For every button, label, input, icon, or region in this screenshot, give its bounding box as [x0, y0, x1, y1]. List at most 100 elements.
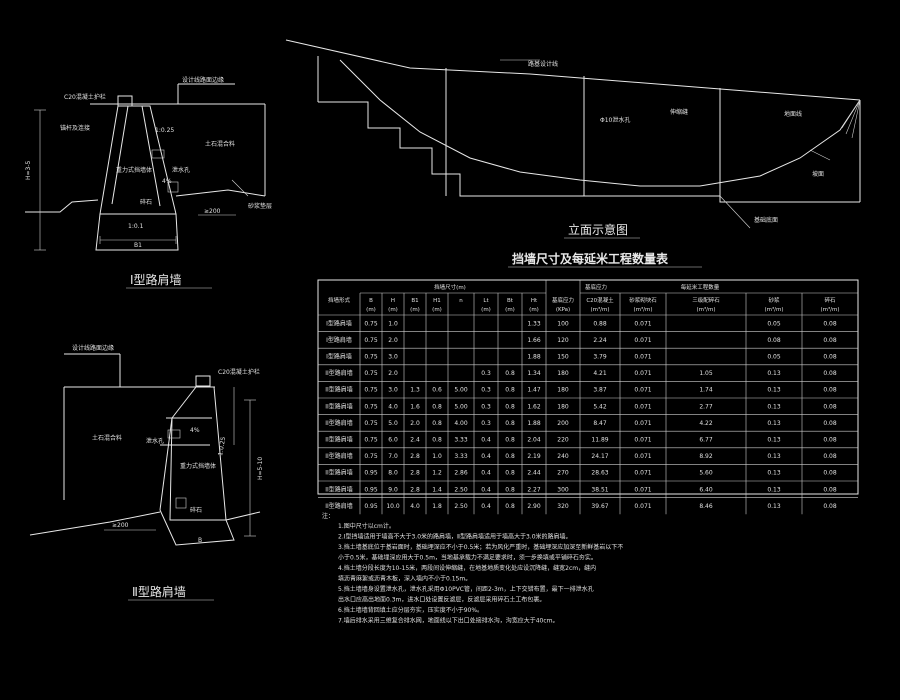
table-cell: 1.34 — [527, 370, 541, 377]
table-cell: 1.8 — [432, 503, 442, 510]
type2-title: Ⅱ型路肩墙 — [132, 584, 186, 599]
note-line: 5.挡土墙墙身设置泄水孔，泄水孔采用Φ10PVC管，间距2-3m，上下交错布置，… — [338, 585, 594, 593]
table-cell: 2.27 — [527, 486, 541, 493]
table-cell: 4.21 — [593, 370, 607, 377]
elevation-drawing: 路基设计线 Φ10泄水孔 伸缩缝 地面线 坡面 基础底面 — [285, 39, 861, 229]
table-cell: I型路肩墙 — [326, 319, 352, 327]
note-line: 6.挡土墙墙背回填土应分层夯实，压实度不小于90%。 — [338, 606, 483, 614]
table-cell: 3.0 — [388, 387, 398, 394]
table-cell: 0.8 — [505, 420, 515, 427]
table-col-unit: (m) — [432, 307, 442, 313]
table-col-header: Bt — [507, 298, 514, 304]
table-cell: 5.0 — [388, 420, 398, 427]
table-cell: 0.8 — [505, 470, 515, 477]
table-cell: 1.2 — [432, 470, 442, 477]
table-cell: 7.0 — [388, 453, 398, 460]
table-cell: 0.071 — [634, 320, 651, 327]
table-cell: 0.071 — [634, 403, 651, 410]
table-cell: 1.74 — [699, 387, 713, 394]
table-cell: 0.071 — [634, 453, 651, 460]
table-cell: 2.0 — [388, 337, 398, 344]
type1-title: Ⅰ型路肩墙 — [130, 272, 182, 287]
table-cell: 2.8 — [410, 470, 420, 477]
table-cell: 1.33 — [527, 320, 541, 327]
table-cell: 0.13 — [767, 420, 781, 427]
table-cell: I型路肩墙 — [326, 353, 352, 361]
table-cell: 0.4 — [481, 503, 491, 510]
type1-ratio-bottom: 1:0.1 — [128, 223, 144, 230]
table-cell: 3.87 — [593, 387, 607, 394]
elevation-joint-label: 伸缩缝 — [670, 108, 688, 116]
table-cell: 3.0 — [388, 354, 398, 361]
table-cell: 0.8 — [432, 403, 442, 410]
table-cell: 0.071 — [634, 370, 651, 377]
table-cell: 6.77 — [699, 437, 713, 444]
table-cell: 2.4 — [410, 437, 420, 444]
table-cell: 0.08 — [823, 503, 837, 510]
table-cell: II型路肩墙 — [325, 502, 353, 510]
table-cell: 0.8 — [505, 503, 515, 510]
table-cell: II型路肩墙 — [325, 369, 353, 377]
table-col-unit: (m) — [481, 307, 491, 313]
note-line: 1.图中尺寸以cm计。 — [338, 522, 395, 530]
table-col-unit: (m) — [388, 307, 398, 313]
type1-top-note: 设计线路面边缘 — [182, 76, 224, 84]
table-cell: 4.0 — [410, 503, 420, 510]
table-col-unit: (m) — [410, 307, 420, 313]
table-cell: 2.90 — [527, 503, 541, 510]
table-col-header: 碎石 — [824, 296, 836, 304]
table-cell: 8.47 — [593, 420, 607, 427]
table-cell: 3.33 — [454, 453, 468, 460]
table-cell: 1.88 — [527, 354, 541, 361]
table-col-unit: (m) — [366, 307, 376, 313]
table-cell: 0.08 — [823, 403, 837, 410]
table-col-header: Lt — [483, 298, 489, 304]
table-cell: 38.51 — [591, 486, 608, 493]
type1-wall-body-label: 重力式挡墙体 — [116, 166, 152, 174]
note-line: 小于0.5米，基础埋深应用大于0.5m，当地基承载力不满足要求时，须一步换填或平… — [338, 554, 597, 562]
table-cell: 0.13 — [767, 470, 781, 477]
table-cell: 11.89 — [591, 437, 608, 444]
table-cell: 0.071 — [634, 387, 651, 394]
table-group-quantity: 每延米工程数量 — [681, 283, 720, 291]
elevation-drain-label: Φ10泄水孔 — [600, 116, 630, 124]
table-cell: 2.44 — [527, 470, 541, 477]
table-cell: 1.88 — [527, 420, 541, 427]
table-cell: 240 — [557, 453, 569, 460]
table-cell: 1.62 — [527, 403, 541, 410]
table-cell: 220 — [557, 437, 569, 444]
table-cell: 0.8 — [432, 437, 442, 444]
table-cell: 0.8 — [505, 453, 515, 460]
type1-slope-pct: 4% — [162, 178, 172, 185]
table-cell: 0.6 — [432, 387, 442, 394]
table-col-header: Ht — [531, 298, 538, 304]
table-cell: 6.0 — [388, 437, 398, 444]
table-cell: 0.08 — [823, 420, 837, 427]
type2-slope-pct: 4% — [190, 427, 200, 434]
table-cell: 100 — [557, 320, 569, 327]
table-cell: 1.3 — [410, 387, 420, 394]
table-cell: 1.6 — [410, 403, 420, 410]
notes-heading: 注： — [322, 512, 334, 520]
table-col-header: 基底应力 — [552, 296, 574, 304]
table-cell: 0.88 — [593, 320, 607, 327]
table-cell: 1.47 — [527, 387, 541, 394]
table-col-unit: (m³/m) — [820, 306, 839, 313]
table-cell: 2.86 — [454, 470, 468, 477]
table-cell: 0.13 — [767, 486, 781, 493]
table-cell: 180 — [557, 403, 569, 410]
table-col-unit: (m³/m) — [696, 306, 715, 313]
type1-wall-drawing: 设计线路面边缘 C20混凝土护栏 锚杆及连接 1:0.25 土石混合料 重力式挡… — [25, 76, 272, 251]
table-cell: 2.0 — [388, 370, 398, 377]
elevation-road-label: 路基设计线 — [528, 60, 558, 68]
table-cell: 8.92 — [699, 453, 713, 460]
table-col-unit: (m³/m) — [633, 306, 652, 313]
table-cell: 2.8 — [410, 486, 420, 493]
note-line: 2.Ⅰ型挡墙适用于墙高不大于3.0米的路肩墙，Ⅱ型路肩墙适用于墙高大于3.0米的… — [338, 533, 572, 541]
type2-drain-label: 泄水孔 — [146, 437, 164, 445]
type1-gt200: ≥200 — [204, 208, 221, 215]
table-col-header: 三级配碎石 — [692, 296, 720, 304]
table-cell: 150 — [557, 354, 569, 361]
table-cell: 0.3 — [481, 370, 491, 377]
table-cell: 0.75 — [364, 320, 378, 327]
